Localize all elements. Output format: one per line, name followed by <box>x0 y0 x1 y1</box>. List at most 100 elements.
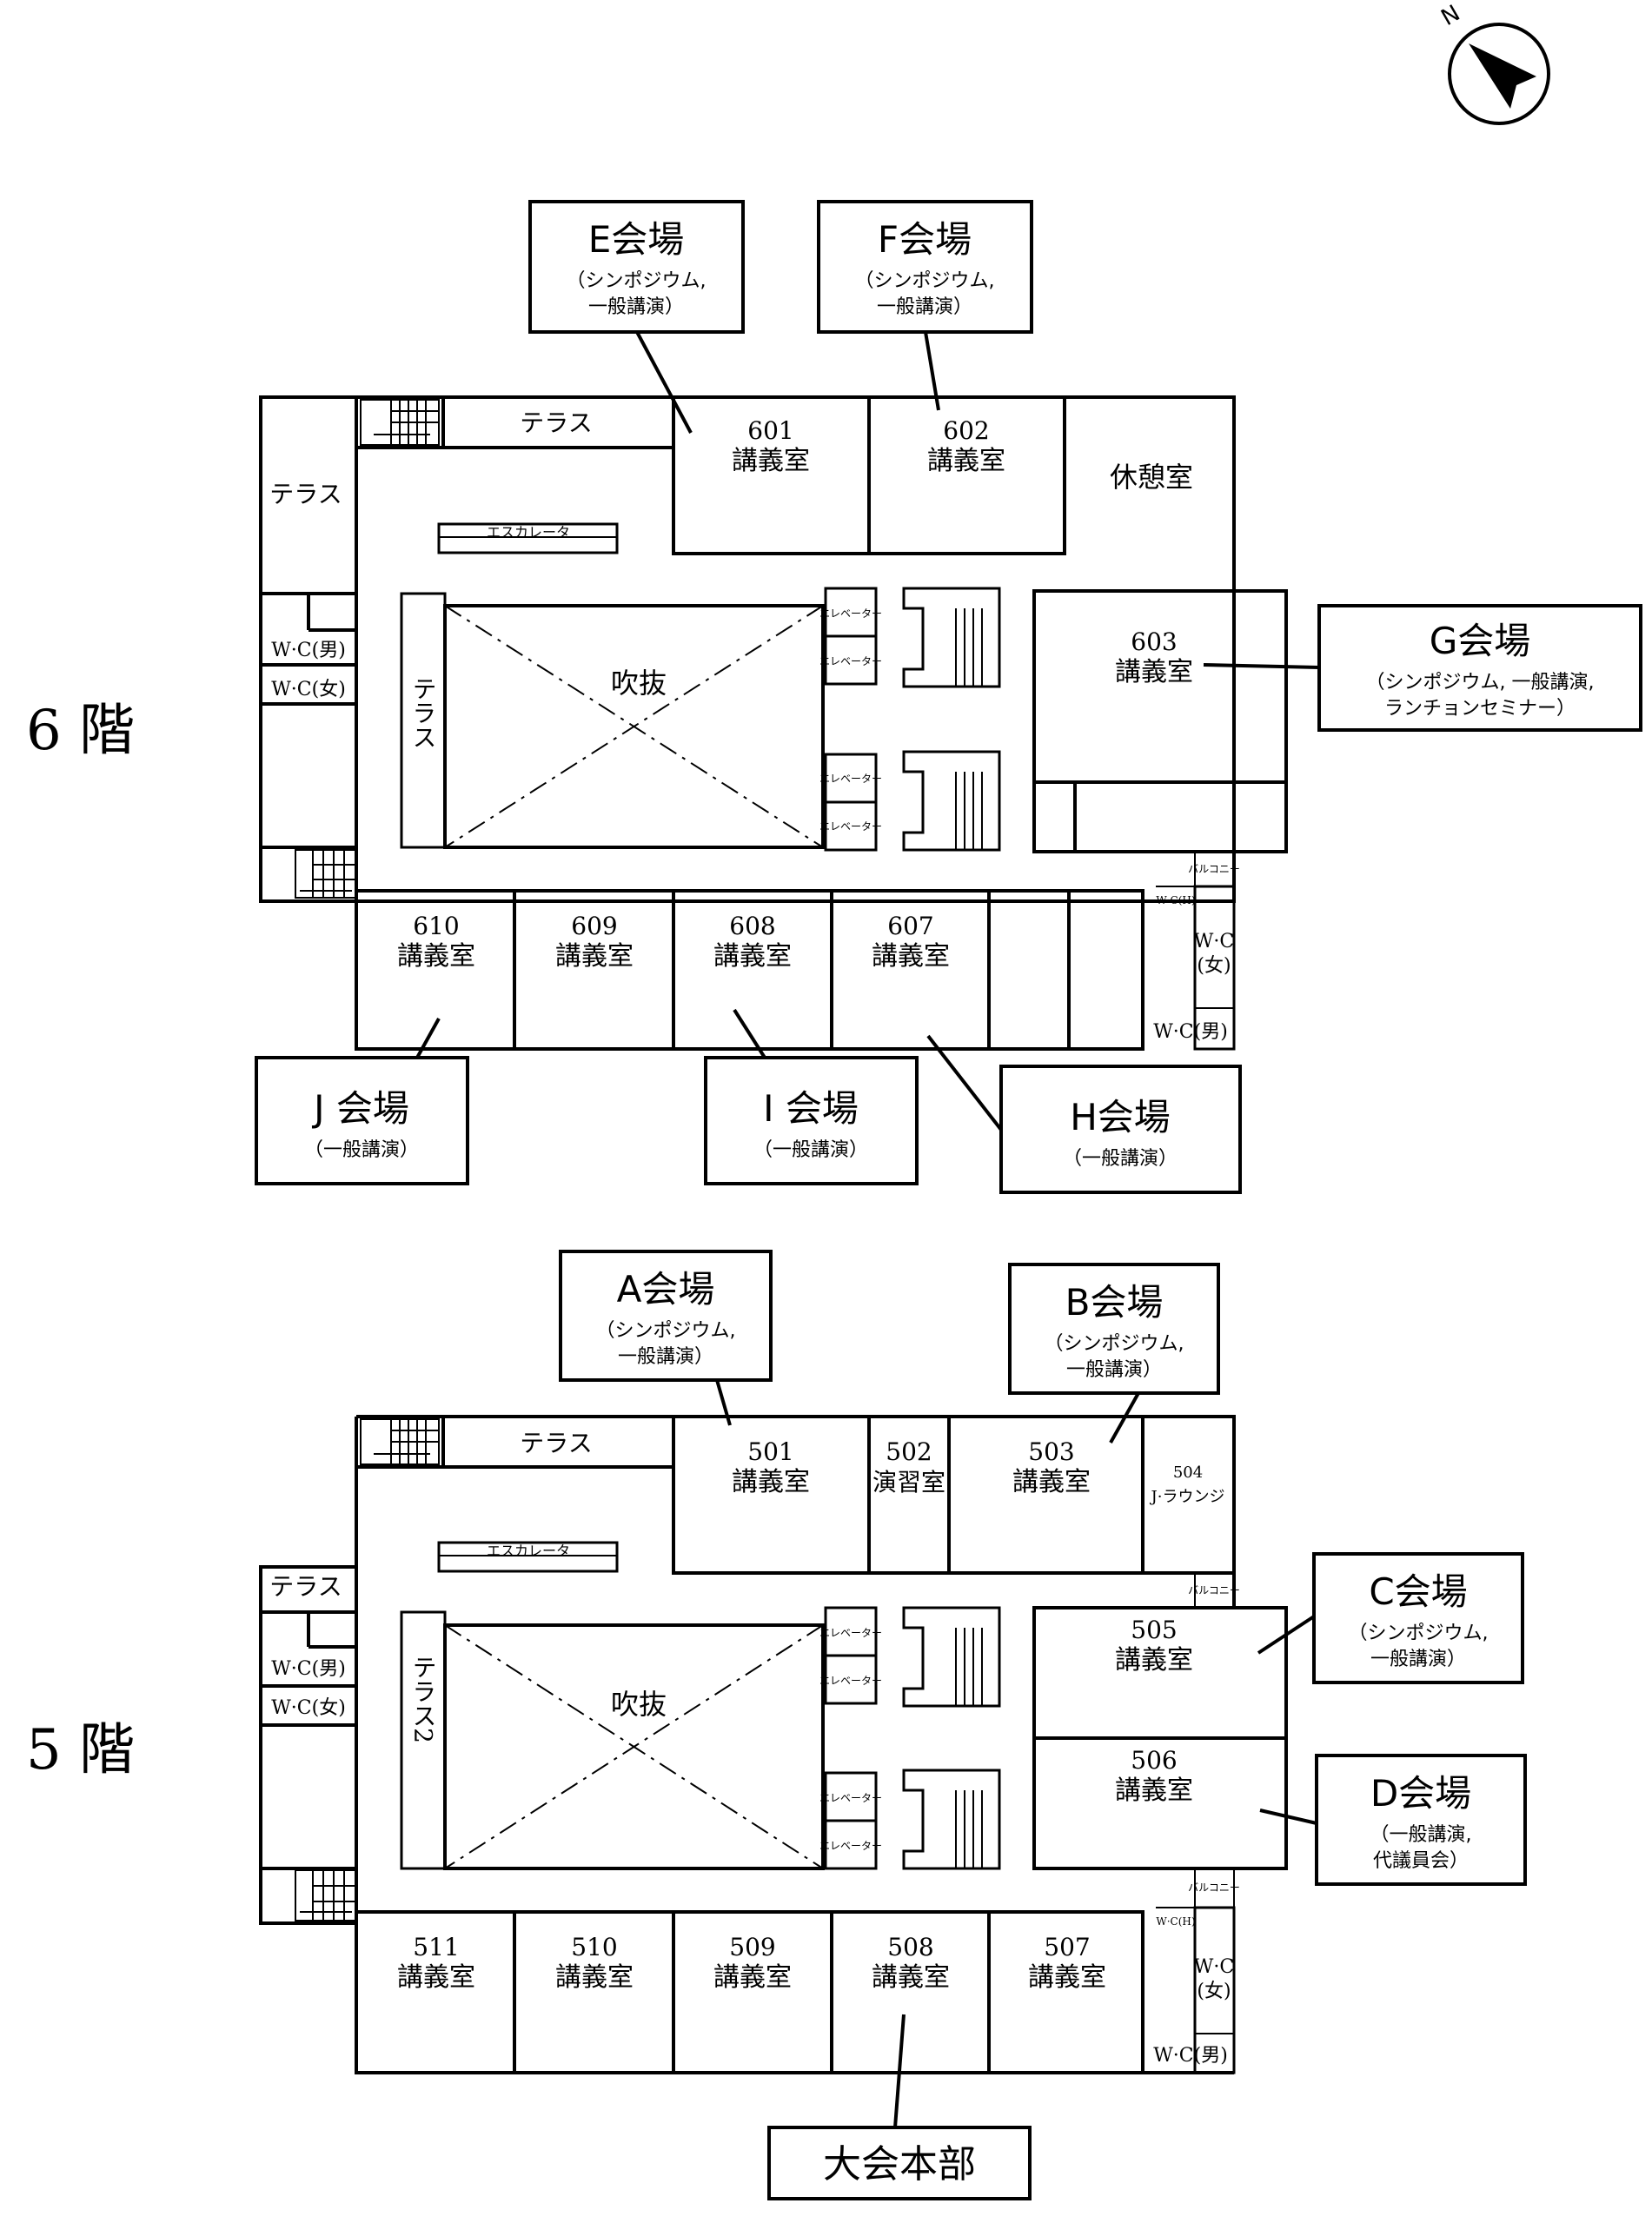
terrace-vertical-6: テラス <box>409 676 438 749</box>
wc-men-right-5: W·C(男) <box>1153 2045 1228 2067</box>
room-number: 505 <box>1131 1616 1177 1644</box>
escalator-label-6: エスカレータ <box>487 524 570 541</box>
wc-women-right-6: W·C <box>1194 931 1234 952</box>
elevator-label: エレベーター <box>819 1792 882 1804</box>
room-name: 講義室 <box>555 1962 634 1993</box>
elevator-bank <box>824 587 878 852</box>
room-name: 講義室 <box>713 941 792 972</box>
balcony-6: バルコニー <box>1188 863 1240 875</box>
floor-6: 6 階 <box>26 395 1288 1051</box>
room-name: 講義室 <box>872 941 950 972</box>
venue-title-HQ: 大会本部 <box>823 2142 976 2187</box>
atrium-label-5: 吹抜 <box>611 1688 667 1721</box>
venue-box-B <box>1008 1263 1220 1395</box>
venue-detail-B2: 一般講演） <box>1066 1359 1162 1381</box>
venue-title-C: C会場 <box>1369 1570 1467 1613</box>
floor-label-6: 6 階 <box>26 699 135 763</box>
venue-detail-B: （シンポジウム, <box>1045 1333 1184 1355</box>
room-name: 講義室 <box>1012 1467 1091 1497</box>
wc-men-left-6: W·C(男) <box>271 640 346 661</box>
wc-women-right-5b: (女) <box>1197 1981 1231 2002</box>
venue-title-J: J 会場 <box>311 1087 409 1130</box>
venue-title-E: E会場 <box>588 218 685 261</box>
room-name: 講義室 <box>713 1962 792 1993</box>
elevator-label: エレベーター <box>819 1627 882 1639</box>
stair-icon <box>295 1869 357 1921</box>
room-number: 601 <box>747 416 793 445</box>
venue-detail-D2: 代議員会） <box>1373 1850 1469 1872</box>
atrium <box>443 1623 825 1870</box>
room-number: 609 <box>571 912 617 940</box>
room-number: 501 <box>747 1437 793 1466</box>
atrium <box>443 604 825 849</box>
room-number: 509 <box>729 1933 775 1961</box>
room-number: 607 <box>887 912 933 940</box>
venue-title-D: D会場 <box>1370 1772 1471 1815</box>
room-name: 講義室 <box>732 1467 810 1497</box>
wc-women-left-5: W·C(女) <box>271 1697 346 1719</box>
room-number: 508 <box>887 1933 933 1961</box>
room-number: 603 <box>1131 627 1177 656</box>
venue-detail-C2: 一般講演） <box>1370 1649 1466 1670</box>
room-number: 610 <box>413 912 459 940</box>
room-number: 511 <box>413 1933 459 1961</box>
elevator-label: エレベーター <box>819 820 882 833</box>
floor-5: 5 階 <box>26 1415 1288 2074</box>
elevator-bank <box>824 1606 878 1870</box>
stair-icon <box>360 1418 440 1465</box>
wc-men-left-5: W·C(男) <box>271 1658 346 1680</box>
escalator <box>437 1541 619 1573</box>
balcony-5a: バルコニー <box>1188 1584 1240 1596</box>
venue-detail-A2: 一般講演） <box>618 1346 713 1368</box>
terrace-top-5: テラス <box>520 1429 592 1457</box>
room-number: 510 <box>571 1933 617 1961</box>
venue-detail-G: （シンポジウム, 一般講演, <box>1366 672 1595 694</box>
venue-title-B: B会場 <box>1065 1281 1164 1324</box>
elevator-label: エレベーター <box>819 773 882 785</box>
rest-room-6: 休憩室 <box>1110 461 1193 494</box>
room-name: 講義室 <box>555 941 634 972</box>
venue-detail-F2: 一般講演） <box>877 296 972 318</box>
room-number: 507 <box>1044 1933 1090 1961</box>
wc-small-5: W·C(H) <box>1156 1915 1195 1928</box>
stair-icon <box>902 587 1001 852</box>
venue-box-G <box>1317 604 1642 732</box>
terrace-left-5: テラス <box>269 1572 342 1601</box>
terrace-top-6: テラス <box>520 408 592 437</box>
room-name: 講義室 <box>1115 1645 1193 1676</box>
room-number: 608 <box>729 912 775 940</box>
room-name: 講義室 <box>397 941 475 972</box>
venue-title-I: I 会場 <box>763 1087 859 1130</box>
venue-detail-C: （シンポジウム, <box>1349 1623 1489 1644</box>
compass: N <box>1437 0 1550 125</box>
room-number: 602 <box>943 416 989 445</box>
venue-box-D <box>1315 1754 1527 1886</box>
escalator <box>437 522 619 554</box>
venue-box-C <box>1312 1552 1524 1684</box>
venue-box-I <box>704 1056 919 1185</box>
wc-women-right-6b: (女) <box>1197 955 1231 977</box>
venue-detail-E2: 一般講演） <box>588 296 684 318</box>
terrace-vertical-5: テラス2 <box>409 1655 438 1743</box>
balcony-5b: バルコニー <box>1188 1882 1240 1894</box>
venue-title-H: H会場 <box>1070 1096 1171 1138</box>
room-number: 502 <box>886 1437 932 1466</box>
wc-men-right-6: W·C(男) <box>1153 1021 1228 1043</box>
stair-icon <box>360 399 440 446</box>
terrace-left-6: テラス <box>269 480 342 508</box>
venue-box-E <box>528 200 745 334</box>
venue-detail-A: （シンポジウム, <box>596 1320 736 1342</box>
room-name: 講義室 <box>732 446 810 476</box>
venue-detail-I: （一般講演） <box>753 1139 868 1161</box>
elevator-label: エレベーター <box>819 607 882 620</box>
room-name: 講義室 <box>872 1962 950 1993</box>
elevator-label: エレベーター <box>819 1675 882 1687</box>
room-name: 講義室 <box>397 1962 475 1993</box>
venue-box-A <box>559 1250 773 1382</box>
venue-box-F <box>817 200 1033 334</box>
room-name: 演習室 <box>872 1468 945 1497</box>
room-number: 506 <box>1131 1746 1177 1775</box>
room-name: 講義室 <box>927 446 1005 476</box>
venue-box-H <box>999 1065 1242 1194</box>
venue-detail-E: （シンポジウム, <box>567 270 707 292</box>
